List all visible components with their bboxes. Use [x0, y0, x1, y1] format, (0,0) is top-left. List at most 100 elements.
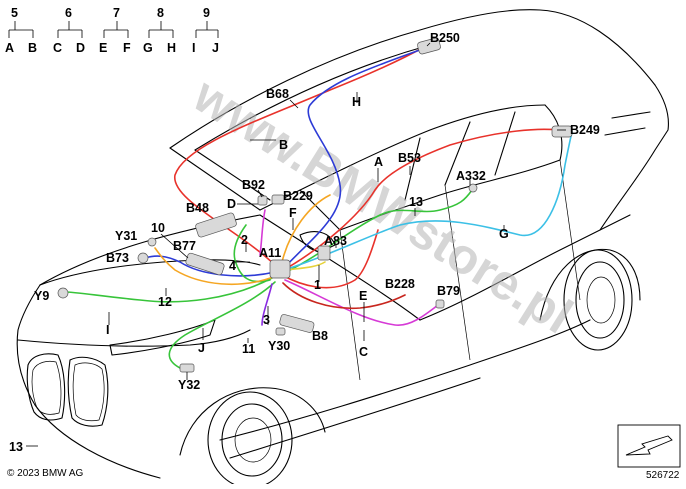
legend-left: G	[143, 41, 153, 55]
image-number: 526722	[646, 470, 680, 481]
sensor-y9	[57, 287, 69, 299]
legend-right: F	[123, 41, 131, 55]
wire-red-roof	[174, 44, 429, 269]
label-13-top: 13	[409, 195, 423, 209]
wire-darkred	[282, 282, 406, 310]
legend: 5 A B 6 C D 7 E F 8 G H 9 I J	[5, 6, 219, 55]
part-labels: B250 B68 H B B249 A B53 A332 B92 B229 D …	[9, 31, 600, 454]
copyright-text: © 2023 BMW AG	[7, 468, 84, 479]
label-Y9: Y9	[34, 289, 49, 303]
wire-orange-2	[281, 194, 331, 263]
label-A332: A332	[456, 169, 486, 183]
label-J: J	[198, 341, 205, 355]
wire-blue-left	[144, 255, 276, 277]
module-b77	[185, 252, 225, 276]
legend-item-9: 9 I J	[192, 6, 219, 55]
sensor-b92	[257, 195, 268, 206]
label-13-bottom: 13	[9, 440, 23, 454]
label-E: E	[359, 289, 367, 303]
label-B250: B250	[430, 31, 460, 45]
label-B77: B77	[173, 239, 196, 253]
label-1: 1	[314, 278, 321, 292]
label-B53: B53	[398, 151, 421, 165]
wire-red-low	[281, 229, 379, 289]
wire-red-rear	[279, 128, 559, 273]
legend-right: H	[167, 41, 176, 55]
wire-green-j	[168, 281, 276, 369]
label-Y32: Y32	[178, 378, 200, 392]
sensor-b79	[435, 299, 445, 309]
label-B68: B68	[266, 87, 289, 101]
label-11: 11	[242, 342, 255, 356]
wire-purple	[261, 283, 273, 326]
module-b8	[279, 314, 315, 333]
wire-green-front	[64, 277, 273, 303]
label-B229: B229	[283, 189, 313, 203]
label-B: B	[279, 138, 288, 152]
legend-number: 6	[65, 6, 72, 20]
label-12: 12	[158, 295, 172, 309]
label-B92: B92	[242, 178, 265, 192]
label-I: I	[106, 323, 109, 337]
legend-number: 5	[11, 6, 18, 20]
label-B228: B228	[385, 277, 415, 291]
module-b250	[417, 37, 441, 55]
legend-number: 8	[157, 6, 164, 20]
module-b48	[195, 212, 237, 238]
label-A83: A83	[324, 234, 347, 248]
label-B8: B8	[312, 329, 328, 343]
components	[57, 37, 573, 373]
legend-item-5: 5 A B	[5, 6, 37, 55]
wiring-harness	[64, 44, 573, 369]
legend-left: C	[53, 41, 62, 55]
car-outline	[16, 9, 669, 489]
label-F: F	[289, 206, 297, 220]
label-B73: B73	[106, 251, 129, 265]
legend-item-7: 7 E F	[99, 6, 131, 55]
sensor-a332	[468, 183, 478, 193]
legend-left: A	[5, 41, 14, 55]
legend-right: D	[76, 41, 85, 55]
legend-item-6: 6 C D	[53, 6, 85, 55]
view-direction-icon	[617, 424, 681, 468]
module-a83	[317, 245, 331, 261]
module-a11	[269, 259, 291, 279]
wire-orange	[154, 247, 277, 285]
label-2: 2	[241, 233, 248, 247]
label-C: C	[359, 345, 368, 359]
legend-item-8: 8 G H	[143, 6, 176, 55]
wire-blue-h	[283, 47, 426, 269]
label-3: 3	[263, 313, 270, 327]
sensor-y30	[275, 327, 286, 336]
label-B79: B79	[437, 284, 460, 298]
legend-number: 7	[113, 6, 120, 20]
legend-left: I	[192, 41, 195, 55]
legend-right: J	[212, 41, 219, 55]
legend-left: E	[99, 41, 107, 55]
label-D: D	[227, 197, 236, 211]
watermark: www.BMWstore.pl	[183, 66, 582, 344]
label-B48: B48	[186, 201, 209, 215]
label-G: G	[499, 227, 509, 241]
label-B249: B249	[570, 123, 600, 137]
label-4: 4	[229, 259, 236, 273]
sensor-b73	[137, 252, 149, 264]
legend-right: B	[28, 41, 37, 55]
label-A: A	[374, 155, 383, 169]
legend-number: 9	[203, 6, 210, 20]
label-H: H	[352, 95, 361, 109]
sensor-y31	[147, 237, 157, 247]
sensor-y32	[179, 363, 195, 373]
leader-lines	[26, 42, 566, 447]
label-Y31: Y31	[115, 229, 137, 243]
wire-green-down	[233, 224, 271, 283]
label-A11: A11	[259, 246, 281, 260]
label-Y30: Y30	[268, 339, 290, 353]
sensor-b229	[271, 194, 285, 205]
module-b249	[551, 125, 573, 138]
wire-magenta	[284, 279, 439, 326]
wire-magenta-2	[259, 209, 266, 256]
label-10: 10	[151, 221, 165, 235]
